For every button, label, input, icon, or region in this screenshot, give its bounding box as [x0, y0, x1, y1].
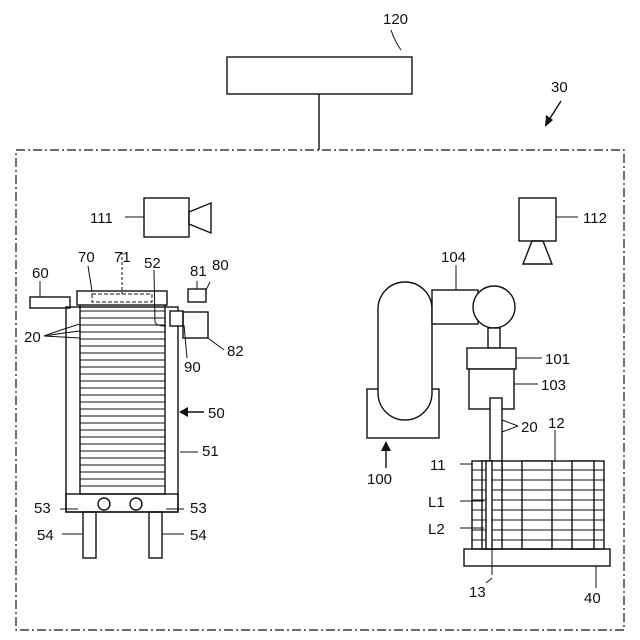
label-50: 50: [208, 405, 225, 422]
label-90: 90: [184, 359, 201, 376]
label-120: 120: [383, 11, 408, 28]
controller-box: [227, 30, 412, 150]
label-53-right: 53: [190, 500, 207, 517]
label-40: 40: [584, 590, 601, 607]
label-111: 111: [90, 210, 113, 227]
label-53-left: 53: [34, 500, 51, 517]
label-30: 30: [551, 79, 568, 96]
robot-100: [367, 265, 542, 488]
label-12: 12: [548, 415, 565, 432]
base-40: [464, 549, 610, 588]
label-81: 81: [190, 263, 207, 280]
label-104: 104: [441, 249, 466, 266]
camera-111-icon: [125, 198, 211, 237]
label-112: 112: [583, 210, 607, 227]
camera-112-icon: [519, 198, 578, 264]
label-103: 103: [541, 377, 566, 394]
sensor-80: [188, 281, 210, 302]
label-60: 60: [32, 265, 49, 282]
system-arrow: [545, 101, 561, 127]
arrow-100: [381, 441, 391, 468]
label-51: 51: [202, 443, 219, 460]
leader-90: [184, 325, 187, 358]
label-11: 11: [430, 457, 446, 474]
magazine-legs-54: [83, 512, 162, 558]
label-54-right: 54: [190, 527, 207, 544]
label-100: 100: [367, 471, 392, 488]
bar-60: [30, 281, 70, 308]
label-52: 52: [144, 255, 161, 272]
arrow-50: [179, 407, 204, 417]
magazine-50: [66, 304, 178, 558]
label-20-left: 20: [24, 329, 41, 346]
label-82: 82: [227, 343, 244, 360]
label-L2: L2: [428, 521, 445, 538]
label-70: 70: [78, 249, 95, 266]
label-L1: L1: [428, 494, 445, 511]
label-71: 71: [114, 249, 131, 266]
sensor-82: [183, 312, 224, 350]
stacked-workpieces-20: [80, 311, 165, 486]
label-54-left: 54: [37, 527, 54, 544]
label-80: 80: [212, 257, 229, 274]
tray-12: [460, 430, 604, 583]
label-101: 101: [545, 351, 570, 368]
label-13: 13: [469, 584, 486, 601]
magazine-wheels: [98, 498, 142, 510]
label-20-right: 20: [521, 419, 538, 436]
